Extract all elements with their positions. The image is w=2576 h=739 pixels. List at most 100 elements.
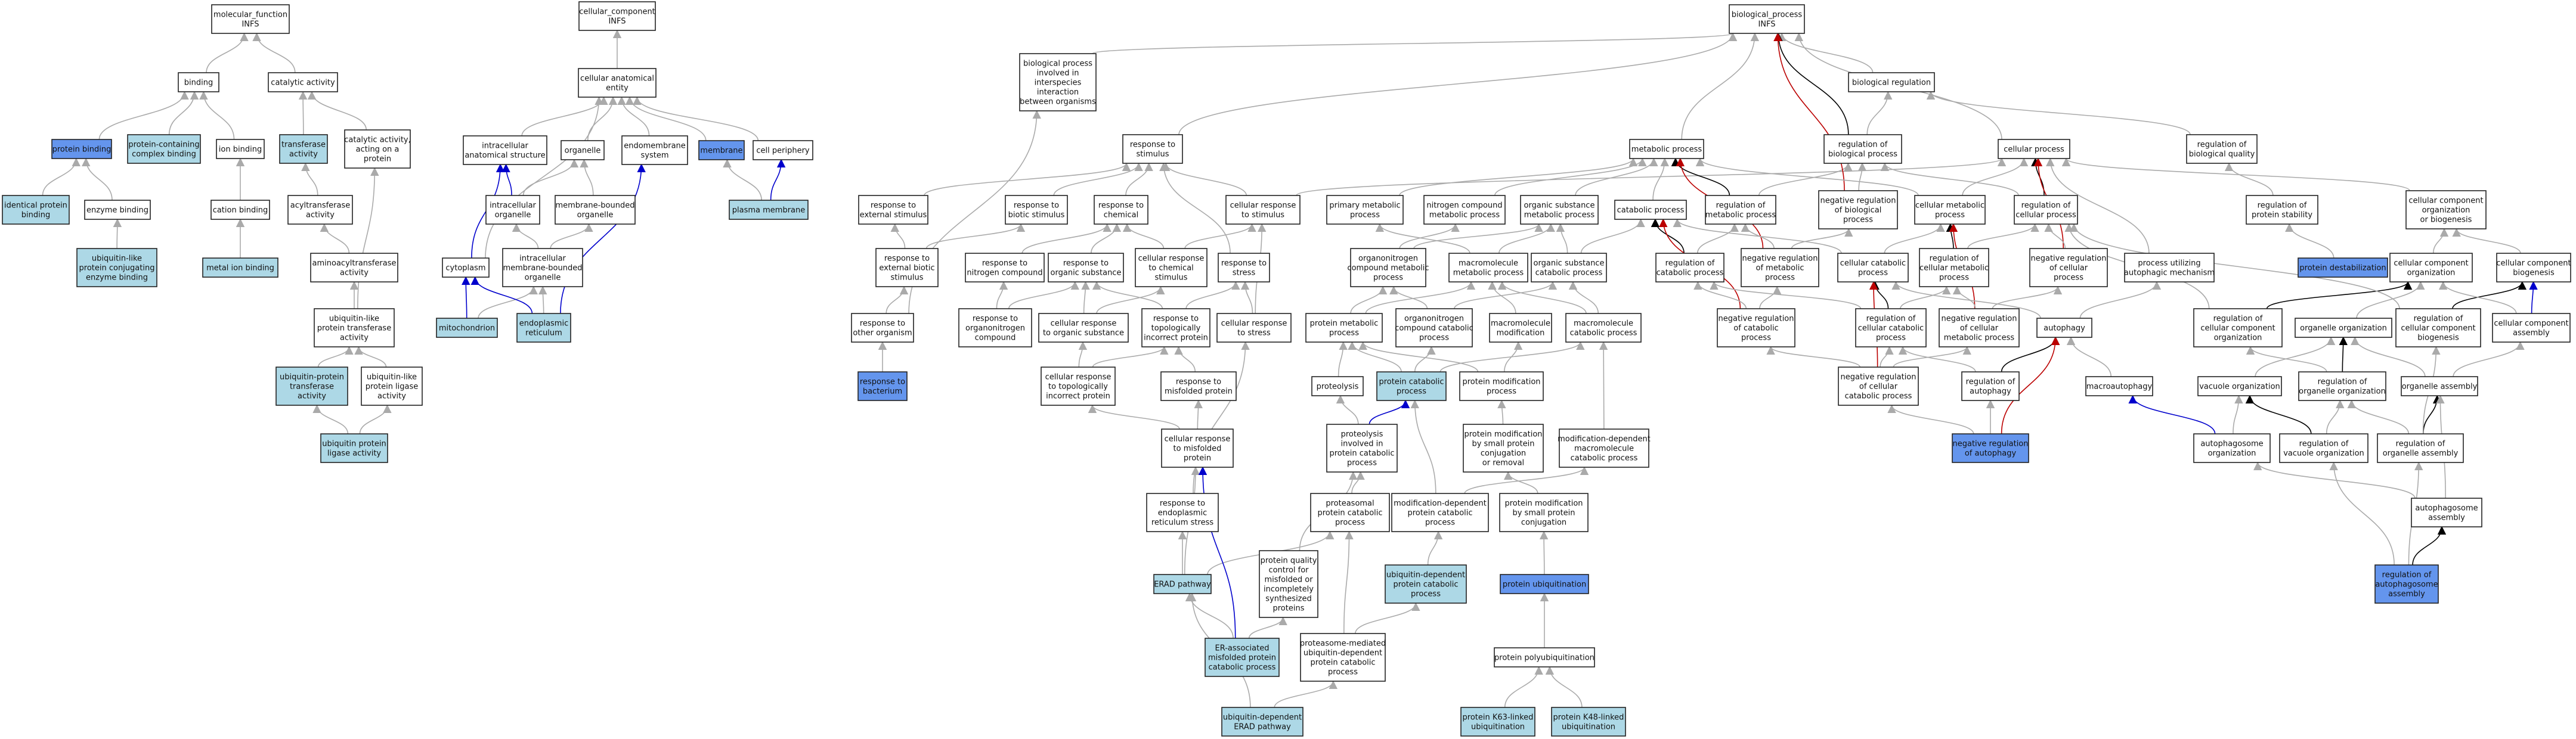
node-label-line: of metabolic [1756,264,1804,273]
node-label-line: stimulus [1154,274,1187,282]
node-label-line: process [1935,211,1965,220]
node-label-line: protein quality [1261,557,1317,566]
node-label-line: autophagy [1970,387,2011,396]
node-label-line: process [1328,668,1358,677]
edge-is_a [1545,666,1583,708]
node-label-line: protein catabolic [1393,580,1458,589]
node-box [2411,498,2482,527]
node-label-line: biogenesis [2513,269,2555,278]
edge-is_a [723,159,762,201]
edge-regulates [2412,526,2447,566]
edge-is_a [320,223,350,254]
edge-is_a [1092,32,1737,54]
node-box [1705,195,1776,225]
edge-is_a [1759,285,1782,309]
edge-is_a [1355,602,1420,634]
node-label-line: process [1765,274,1795,282]
node-label-line: involved in [1036,69,1079,78]
node-box [851,313,914,343]
edge-is_a [2044,223,2066,249]
edge-is_a [1389,285,1428,309]
node-label-line: catabolic process [1571,454,1638,463]
node-box [1489,313,1552,343]
node-label-line: transferase [290,383,334,392]
node-box [1717,308,1795,347]
node-label-line: response to [1014,201,1059,210]
edge-is_a [1962,157,2029,196]
edge-is_a [1758,162,1853,196]
node-label-line: cellular response [1165,435,1231,444]
node-label-line: metabolic process [1453,269,1524,278]
node-metal: metal ion binding [202,257,278,278]
node-label-line: misfolded protein [1208,654,1276,663]
node-box [1221,707,1304,737]
node-label-line: process utilizing [2138,259,2200,268]
node-box [485,195,540,225]
node-label-line: regulation of [2258,201,2307,210]
node-label-line: organic substance [1051,269,1122,278]
edge-is_a [206,32,249,73]
node-label-line: biological process [1023,60,1092,69]
node-label-line: organonitrogen [1404,315,1464,324]
node-label-line: compound [975,334,1016,343]
node-label-line: incorrect protein [1046,392,1110,401]
node-label-line: identical protein [4,201,67,210]
node-label-line: by small protein [1472,440,1534,449]
edge-is_a [1343,530,1354,634]
node-label-line: INFS [1758,20,1775,29]
node-box [1729,4,1805,34]
edge-is_a [1556,223,1568,254]
node-box [2279,433,2368,463]
node-label-line: process [1350,211,1380,220]
node-label-line: macromolecule [1491,319,1550,328]
node-box [344,129,411,169]
node-box [287,195,353,225]
node-box [502,248,583,287]
node-label-line: metabolic process [1705,211,1776,220]
edge-is_a [1375,223,1470,254]
node-box [1448,253,1528,282]
node-box [2298,257,2388,278]
node-label-line: ubiquitin-like [367,373,417,382]
edge-part_of [560,163,646,314]
node-label-line: of autophagy [1965,449,2017,458]
edge-regulates [2423,395,2442,434]
node-label-line: response to [1063,259,1109,268]
edge-is_a [312,404,349,434]
node-label-line: process [1741,334,1771,343]
node-label-line: cellular response [1045,373,1111,382]
node-label-line: conjugation [1481,449,1526,458]
node-label-line: system [641,151,669,160]
node-label-line: or removal [1482,459,1524,468]
node-label-line: INFS [608,17,626,26]
node-label-line: interspecies [1035,79,1082,88]
node-box [1500,574,1589,594]
node-label-line: process [1487,387,1516,396]
node-label-line: autophagic mechanism [2124,269,2215,278]
node-label-line: compound catabolic [1395,324,1473,333]
edge-is_a [1184,223,1256,249]
node-label-line: regulation of [2197,141,2247,150]
node-label-line: entity [606,84,628,93]
node-box [1216,313,1292,343]
edge-is_a [1464,466,1589,494]
node-box [1326,424,1398,473]
node-box [1385,564,1467,604]
node-box [2085,376,2153,396]
node-label-line: catabolic process [1535,269,1603,278]
node-vacorg: vacuole organization [2197,376,2282,396]
node-label-line: ubiquitin-dependent [1223,713,1302,722]
